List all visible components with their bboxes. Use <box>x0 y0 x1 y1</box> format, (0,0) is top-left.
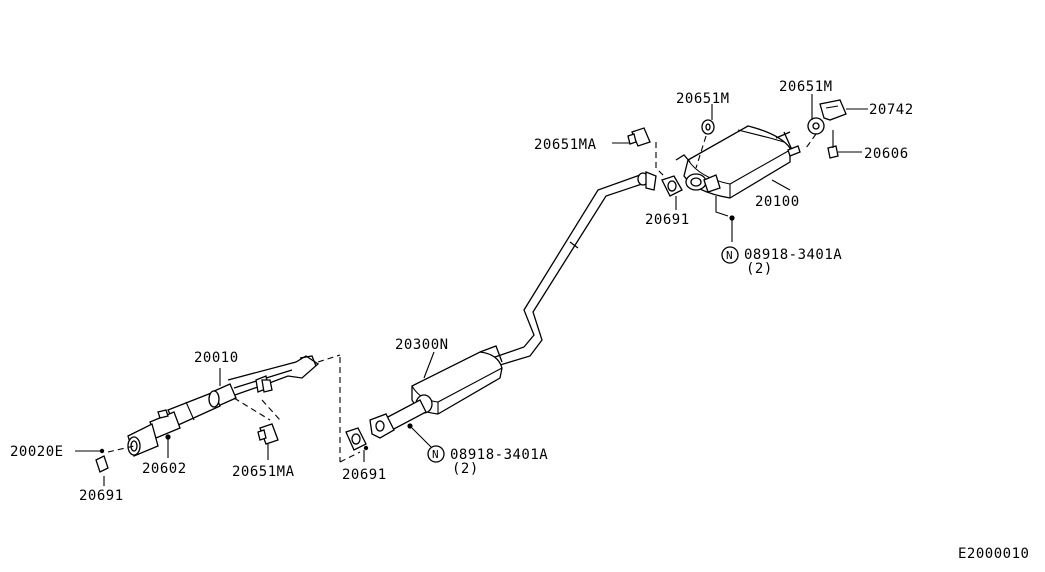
front-tube-icon <box>127 355 320 457</box>
gasket-icon <box>345 427 367 451</box>
gasket-icon <box>661 175 683 197</box>
callout-20651ma-rear: 20651MA <box>534 137 597 153</box>
callout-qty-center: (2) <box>452 461 479 477</box>
tail-pipe-icon <box>494 171 657 366</box>
main-muffler-icon <box>675 125 801 217</box>
leader-lines <box>75 94 868 486</box>
callout-20691-front: 20691 <box>79 488 124 504</box>
callout-20010: 20010 <box>194 350 239 366</box>
callout-qty-rear: (2) <box>746 261 773 277</box>
dashed-guide-lines <box>107 133 817 463</box>
callout-20020e: 20020E <box>10 444 64 460</box>
callout-20651m-right: 20651M <box>779 79 833 95</box>
gasket-icon <box>95 455 109 473</box>
callout-20691-rear: 20691 <box>645 212 690 228</box>
callout-20742: 20742 <box>869 102 914 118</box>
callout-20651ma-front: 20651MA <box>232 464 295 480</box>
rubber-mount-icon <box>807 117 825 135</box>
callout-20691-center: 20691 <box>342 467 387 483</box>
nut-icon <box>99 215 735 454</box>
center-muffler-icon <box>369 345 503 439</box>
rubber-mount-icon <box>257 423 279 445</box>
callout-20602: 20602 <box>142 461 187 477</box>
nut-symbol-letter: N <box>726 249 733 262</box>
callout-20100: 20100 <box>755 194 800 210</box>
rubber-mount-icon <box>701 119 715 135</box>
nut-symbol-circle <box>427 445 445 463</box>
nut-symbol-letter: N <box>432 448 439 461</box>
bolt-icon <box>827 130 839 159</box>
diagram-code: E2000010 <box>958 546 1029 562</box>
nut-symbol-circle <box>721 246 739 264</box>
rubber-mount-icon <box>627 127 651 147</box>
bracket-icon <box>819 99 847 121</box>
callout-20300n: 20300N <box>395 337 449 353</box>
callout-08918-3401a-rear: 08918-3401A <box>744 247 842 263</box>
callout-20606: 20606 <box>864 146 909 162</box>
callout-20651m-left: 20651M <box>676 91 730 107</box>
callout-08918-3401a-center: 08918-3401A <box>450 447 548 463</box>
